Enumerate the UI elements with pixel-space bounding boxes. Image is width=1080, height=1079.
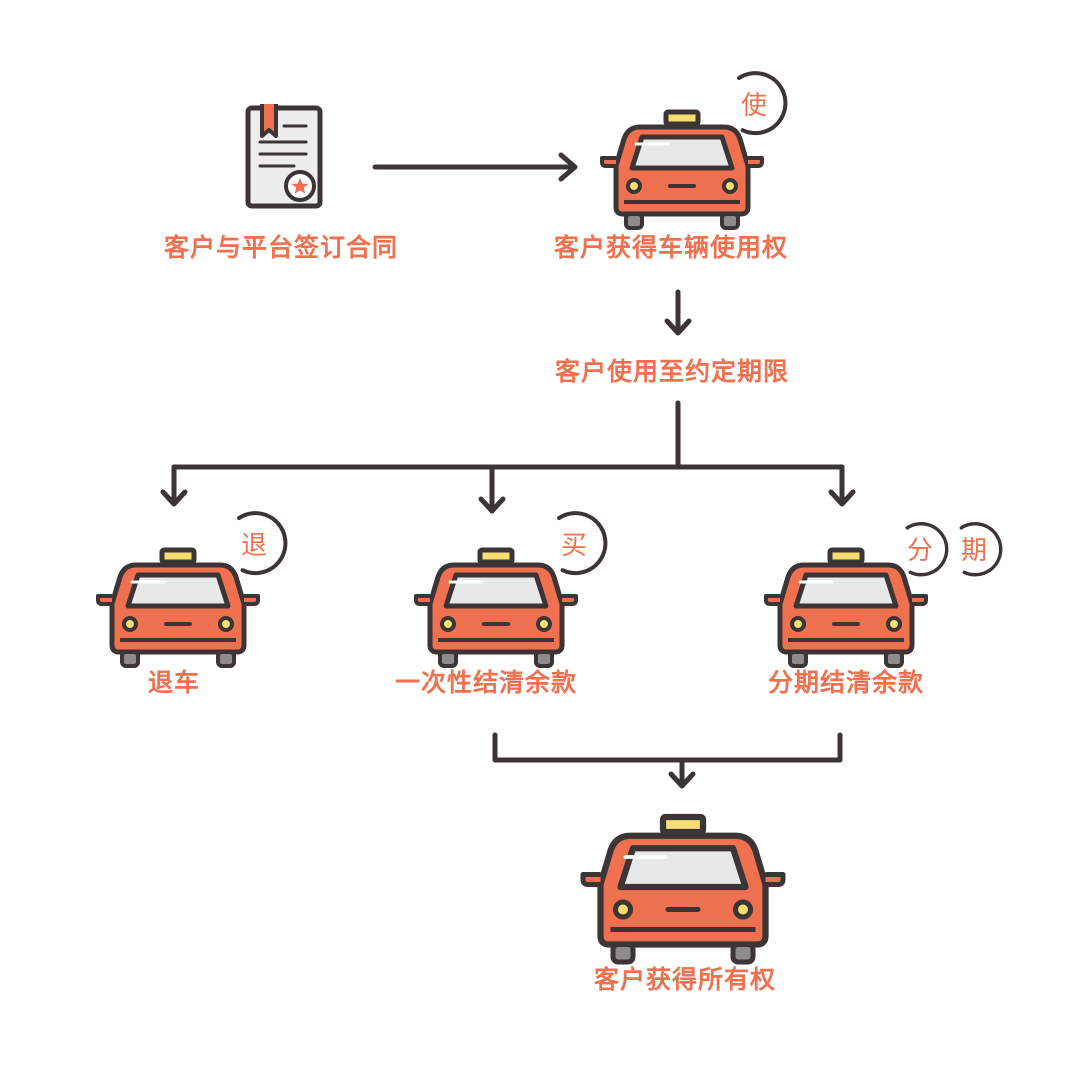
contract-document-icon <box>245 104 323 209</box>
badge-use: 使 <box>717 60 799 144</box>
badge-installment-2: 期 <box>942 512 1012 584</box>
merge-bracket <box>492 732 843 763</box>
connector-lines <box>160 152 856 789</box>
taxi-car-icon <box>416 550 576 666</box>
badge-buy-text: 买 <box>561 531 587 561</box>
label-contract: 客户与平台签订合同 <box>163 233 399 262</box>
taxi-car-icon <box>583 817 783 962</box>
badge-installment-2-text: 期 <box>961 536 987 566</box>
badge-installment-1-text: 分 <box>907 536 933 566</box>
taxi-car-icon <box>766 550 926 666</box>
label-lump-sum: 一次性结清余款 <box>394 668 578 697</box>
label-return: 退车 <box>147 668 201 697</box>
taxi-car-icon <box>98 550 258 666</box>
label-ownership: 客户获得所有权 <box>593 965 777 994</box>
label-use-right: 客户获得车辆使用权 <box>553 233 789 262</box>
badge-buy: 买 <box>537 500 619 584</box>
badge-return-text: 退 <box>241 531 267 561</box>
arrowhead-down <box>478 496 506 514</box>
label-term: 客户使用至约定期限 <box>554 357 790 386</box>
arrowhead-down <box>160 489 188 507</box>
badge-use-text: 使 <box>741 91 767 121</box>
arrowhead-down <box>668 771 696 789</box>
badge-installment-1: 分 <box>888 512 958 584</box>
taxi-car-icon <box>602 112 762 228</box>
badge-return: 退 <box>217 500 299 584</box>
label-installment: 分期结清余款 <box>767 668 925 697</box>
arrowhead-right <box>558 152 578 182</box>
arrowhead-down <box>828 489 856 507</box>
arrowhead-down <box>664 318 692 336</box>
